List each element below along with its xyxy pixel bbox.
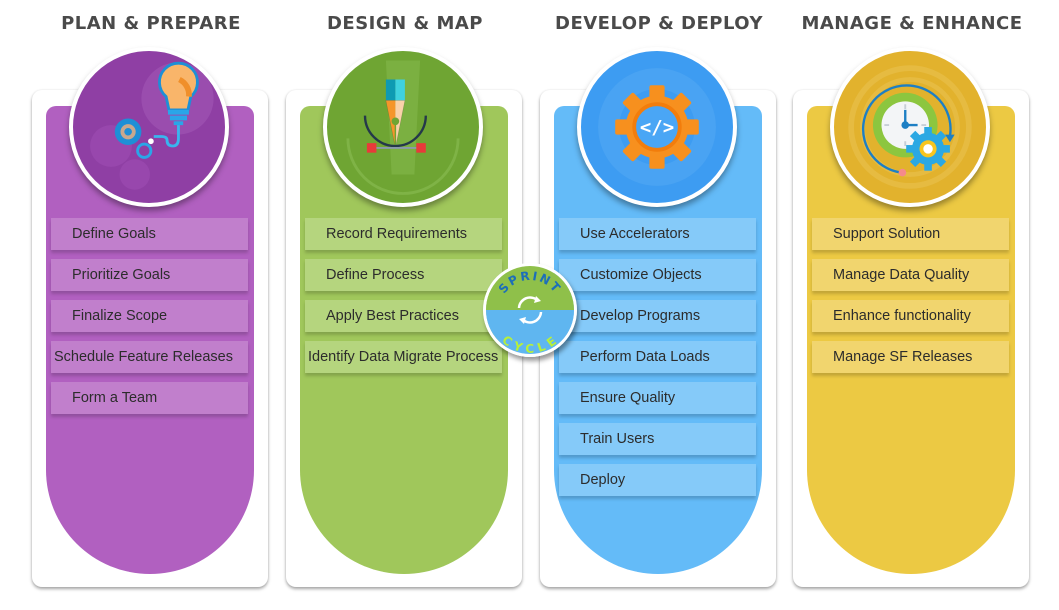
phase-title: DEVELOP & DEPLOY	[555, 13, 763, 34]
task-item: Customize Objects	[559, 259, 756, 291]
task-item: Use Accelerators	[559, 218, 756, 250]
phase-title: DESIGN & MAP	[326, 13, 483, 34]
task-list: Use Accelerators Customize Objects Devel…	[559, 218, 756, 505]
pen-tool-icon	[323, 47, 483, 207]
phase-develop-deploy: DEVELOP & DEPLOY </> Use Accelerators Cu…	[540, 0, 778, 600]
task-item: Support Solution	[812, 218, 1009, 250]
task-item: Apply Best Practices	[305, 300, 502, 332]
task-item: Train Users	[559, 423, 756, 455]
svg-text:</>: </>	[640, 117, 674, 139]
task-item: Manage Data Quality	[812, 259, 1009, 291]
phase-title: PLAN & PREPARE	[61, 13, 241, 34]
task-item: Define Process	[305, 259, 502, 291]
task-list: Support Solution Manage Data Quality Enh…	[812, 218, 1009, 382]
phase-plan-prepare: PLAN & PREPARE Define Goals Prioritize G…	[32, 0, 270, 600]
task-item: Identify Data Migrate Process	[305, 341, 502, 373]
task-item: Develop Programs	[559, 300, 756, 332]
task-item: Form a Team	[51, 382, 248, 414]
phase-manage-enhance: MANAGE & ENHANCE	[793, 0, 1031, 600]
task-item: Manage SF Releases	[812, 341, 1009, 373]
task-item: Record Requirements	[305, 218, 502, 250]
sprint-cycle-badge: SPRINT CYCLE	[483, 263, 577, 357]
task-item: Define Goals	[51, 218, 248, 250]
phase-design-map: DESIGN & MAP Record Requirements Define …	[286, 0, 524, 600]
task-item: Finalize Scope	[51, 300, 248, 332]
task-item: Schedule Feature Releases	[51, 341, 248, 373]
task-item: Enhance functionality	[812, 300, 1009, 332]
task-list: Record Requirements Define Process Apply…	[305, 218, 502, 382]
task-item: Ensure Quality	[559, 382, 756, 414]
clock-gear-icon	[830, 47, 990, 207]
phase-title: MANAGE & ENHANCE	[801, 13, 1023, 34]
task-item: Prioritize Goals	[51, 259, 248, 291]
task-item: Perform Data Loads	[559, 341, 756, 373]
task-list: Define Goals Prioritize Goals Finalize S…	[51, 218, 248, 423]
code-gear-icon: </>	[577, 47, 737, 207]
lightbulb-gears-icon	[69, 47, 229, 207]
task-item: Deploy	[559, 464, 756, 496]
